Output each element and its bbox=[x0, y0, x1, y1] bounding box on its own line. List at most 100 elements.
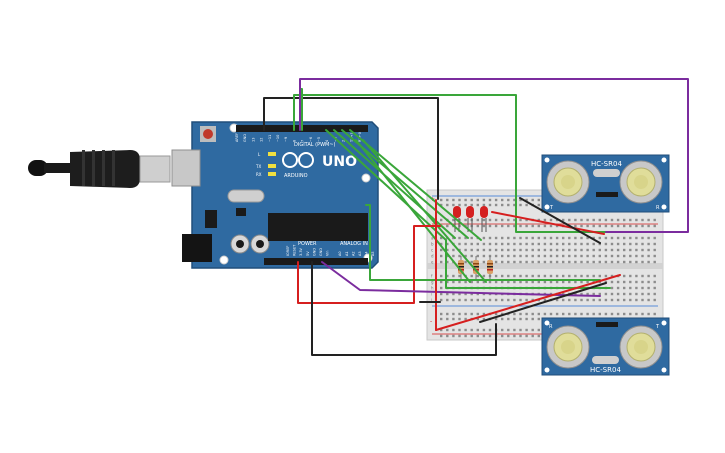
breadboard-hole[interactable] bbox=[482, 260, 486, 264]
breadboard-hole[interactable] bbox=[446, 328, 449, 332]
breadboard-hole[interactable] bbox=[549, 312, 553, 316]
breadboard-hole[interactable] bbox=[616, 292, 620, 296]
breadboard-hole[interactable] bbox=[446, 260, 449, 264]
breadboard-hole[interactable] bbox=[531, 298, 534, 302]
breadboard-hole[interactable] bbox=[543, 248, 547, 252]
wire-purple[interactable] bbox=[321, 261, 601, 297]
breadboard-hole[interactable] bbox=[519, 198, 522, 202]
breadboard-hole[interactable] bbox=[488, 236, 492, 240]
breadboard-hole[interactable] bbox=[513, 218, 516, 222]
breadboard-hole[interactable] bbox=[580, 260, 583, 264]
breadboard-hole[interactable] bbox=[525, 274, 528, 278]
breadboard-hole[interactable] bbox=[525, 317, 528, 321]
breadboard-hole[interactable] bbox=[494, 260, 498, 264]
breadboard-hole[interactable] bbox=[629, 248, 632, 252]
breadboard-hole[interactable] bbox=[501, 298, 504, 302]
breadboard-hole[interactable] bbox=[464, 254, 467, 258]
breadboard-hole[interactable] bbox=[507, 328, 510, 332]
breadboard-hole[interactable] bbox=[488, 328, 492, 332]
breadboard-hole[interactable] bbox=[482, 203, 486, 207]
breadboard-hole[interactable] bbox=[616, 242, 620, 246]
breadboard-hole[interactable] bbox=[494, 248, 498, 252]
breadboard-hole[interactable] bbox=[543, 218, 547, 222]
breadboard-hole[interactable] bbox=[653, 312, 656, 316]
breadboard-hole[interactable] bbox=[440, 280, 443, 284]
breadboard-hole[interactable] bbox=[470, 260, 473, 264]
breadboard-hole[interactable] bbox=[653, 274, 656, 278]
breadboard-hole[interactable] bbox=[537, 328, 540, 332]
breadboard-hole[interactable] bbox=[452, 328, 455, 332]
breadboard-hole[interactable] bbox=[482, 224, 486, 228]
breadboard-hole[interactable] bbox=[610, 298, 614, 302]
breadboard-hole[interactable] bbox=[555, 312, 559, 316]
breadboard-hole[interactable] bbox=[543, 274, 547, 278]
breadboard-hole[interactable] bbox=[604, 274, 608, 278]
breadboard-hole[interactable] bbox=[580, 218, 583, 222]
breadboard-hole[interactable] bbox=[647, 280, 650, 284]
breadboard-hole[interactable] bbox=[592, 236, 595, 240]
breadboard-hole[interactable] bbox=[586, 298, 589, 302]
breadboard-hole[interactable] bbox=[586, 312, 589, 316]
breadboard-hole[interactable] bbox=[488, 242, 492, 246]
breadboard-hole[interactable] bbox=[586, 260, 589, 264]
breadboard-hole[interactable] bbox=[610, 236, 614, 240]
breadboard-hole[interactable] bbox=[501, 242, 504, 246]
breadboard-hole[interactable] bbox=[525, 298, 528, 302]
breadboard-hole[interactable] bbox=[635, 254, 638, 258]
breadboard-hole[interactable] bbox=[574, 242, 577, 246]
breadboard-hole[interactable] bbox=[653, 236, 656, 240]
breadboard-hole[interactable] bbox=[501, 224, 504, 228]
breadboard-hole[interactable] bbox=[592, 274, 595, 278]
breadboard-hole[interactable] bbox=[641, 312, 644, 316]
breadboard-hole[interactable] bbox=[482, 328, 486, 332]
breadboard-hole[interactable] bbox=[629, 218, 632, 222]
breadboard-hole[interactable] bbox=[519, 328, 522, 332]
breadboard-hole[interactable] bbox=[647, 224, 650, 228]
breadboard-hole[interactable] bbox=[555, 236, 559, 240]
breadboard-hole[interactable] bbox=[482, 317, 486, 321]
breadboard-hole[interactable] bbox=[574, 218, 577, 222]
wire-green[interactable] bbox=[355, 139, 471, 283]
breadboard-hole[interactable] bbox=[629, 298, 632, 302]
breadboard-hole[interactable] bbox=[598, 312, 601, 316]
breadboard-hole[interactable] bbox=[580, 242, 583, 246]
breadboard-hole[interactable] bbox=[458, 292, 461, 296]
breadboard-hole[interactable] bbox=[470, 248, 473, 252]
breadboard-hole[interactable] bbox=[446, 334, 449, 338]
breadboard-hole[interactable] bbox=[440, 328, 443, 332]
breadboard-hole[interactable] bbox=[635, 292, 638, 296]
breadboard-hole[interactable] bbox=[494, 274, 498, 278]
breadboard-hole[interactable] bbox=[568, 254, 571, 258]
breadboard-hole[interactable] bbox=[501, 317, 504, 321]
breadboard-hole[interactable] bbox=[501, 260, 504, 264]
breadboard-hole[interactable] bbox=[458, 198, 461, 202]
breadboard-hole[interactable] bbox=[537, 254, 540, 258]
breadboard-hole[interactable] bbox=[513, 248, 516, 252]
breadboard-hole[interactable] bbox=[458, 242, 461, 246]
breadboard-hole[interactable] bbox=[482, 280, 486, 284]
breadboard-hole[interactable] bbox=[641, 292, 644, 296]
breadboard-hole[interactable] bbox=[562, 312, 565, 316]
breadboard-hole[interactable] bbox=[446, 312, 449, 316]
breadboard-hole[interactable] bbox=[440, 292, 443, 296]
breadboard-hole[interactable] bbox=[446, 224, 449, 228]
breadboard-hole[interactable] bbox=[647, 236, 650, 240]
breadboard-hole[interactable] bbox=[513, 280, 516, 284]
breadboard-hole[interactable] bbox=[623, 298, 626, 302]
breadboard-hole[interactable] bbox=[543, 224, 547, 228]
breadboard-hole[interactable] bbox=[574, 224, 577, 228]
breadboard-hole[interactable] bbox=[507, 254, 510, 258]
breadboard-hole[interactable] bbox=[610, 242, 614, 246]
wire-green[interactable] bbox=[293, 94, 611, 233]
breadboard-hole[interactable] bbox=[598, 298, 601, 302]
breadboard-hole[interactable] bbox=[531, 312, 534, 316]
breadboard-hole[interactable] bbox=[494, 312, 498, 316]
breadboard-hole[interactable] bbox=[494, 280, 498, 284]
breadboard-hole[interactable] bbox=[592, 224, 595, 228]
breadboard-hole[interactable] bbox=[513, 242, 516, 246]
breadboard-hole[interactable] bbox=[507, 260, 510, 264]
breadboard-hole[interactable] bbox=[470, 292, 473, 296]
ultrasonic-sensor-top[interactable]: HC-SR04 T R bbox=[541, 154, 670, 213]
breadboard-hole[interactable] bbox=[610, 274, 614, 278]
breadboard-hole[interactable] bbox=[604, 298, 608, 302]
